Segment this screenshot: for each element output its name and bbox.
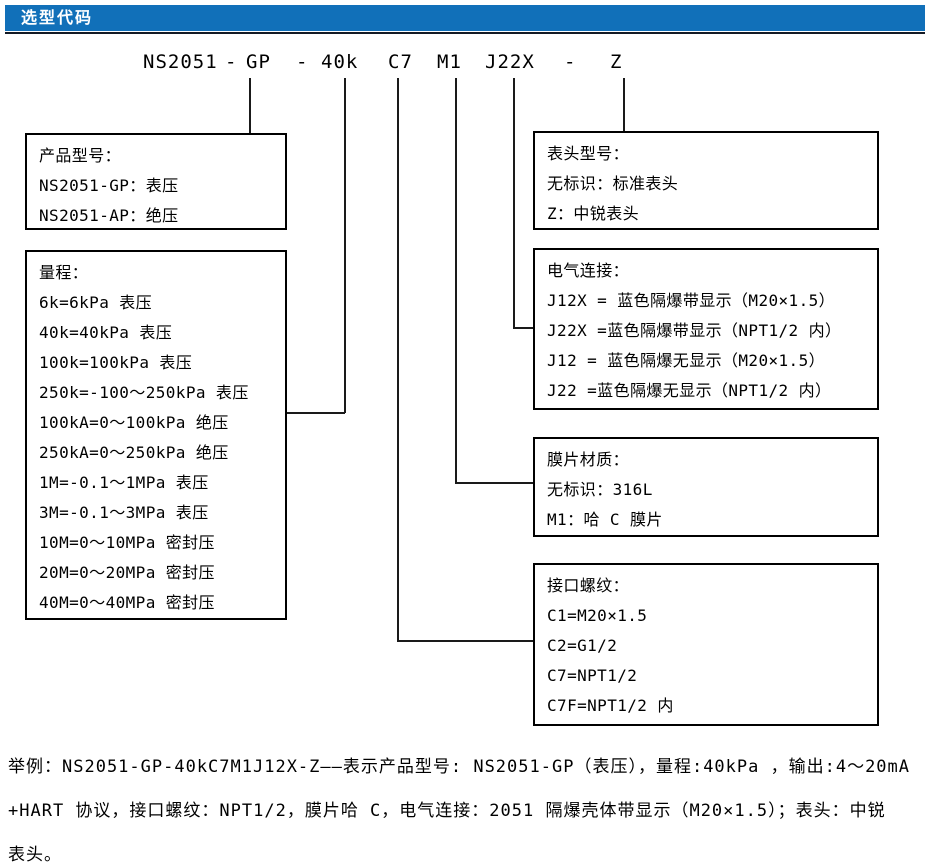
section-header-bar: 选型代码	[5, 5, 925, 31]
box-range: 量程： 6k=6kPa 表压 40k=40kPa 表压 100k=100kPa …	[25, 250, 287, 620]
box-title: 表头型号：	[547, 144, 630, 163]
box-line: C7=NPT1/2	[547, 666, 638, 685]
box-title: 电气连接：	[547, 261, 630, 280]
box-display-head: 表头型号： 无标识：标准表头 Z：中锐表头	[533, 131, 879, 230]
box-line: 3M=-0.1～3MPa 表压	[39, 503, 209, 522]
code-separator: -	[296, 51, 309, 73]
box-line: NS2051-GP：表压	[39, 176, 179, 195]
box-line: 250kA=0～250kPa 绝压	[39, 443, 229, 462]
box-line: M1：哈 C 膜片	[547, 510, 663, 529]
section-title: 选型代码	[21, 8, 94, 27]
code-segment-electrical: J22X	[485, 51, 535, 73]
connector-electrical-horizontal	[513, 327, 534, 329]
code-separator: -	[564, 51, 577, 73]
box-line: 6k=6kPa 表压	[39, 293, 153, 312]
box-line: C1=M20×1.5	[547, 606, 648, 625]
code-segment-range: 40k	[321, 51, 359, 73]
box-line: C2=G1/2	[547, 636, 618, 655]
connector-range-horizontal	[285, 412, 345, 414]
code-segment-model: NS2051	[143, 51, 218, 73]
example-line: +HART 协议，接口螺纹：NPT1/2，膜片哈 C，电气连接：2051 隔爆壳…	[8, 801, 886, 821]
box-line: 100kA=0～100kPa 绝压	[39, 413, 229, 432]
box-title: 量程：	[39, 263, 89, 282]
box-line: 20M=0～20MPa 密封压	[39, 563, 215, 582]
code-segment-thread: C7	[388, 51, 413, 73]
connector-electrical-vertical	[513, 78, 515, 328]
header-underline	[5, 32, 925, 34]
box-line: C7F=NPT1/2 内	[547, 696, 674, 715]
box-product-model: 产品型号： NS2051-GP：表压 NS2051-AP：绝压	[25, 133, 287, 230]
box-line: 40M=0～40MPa 密封压	[39, 593, 215, 612]
box-title: 接口螺纹：	[547, 576, 630, 595]
box-line: 10M=0～10MPa 密封压	[39, 533, 215, 552]
code-separator: -	[225, 51, 238, 73]
box-line: 无标识：316L	[547, 480, 653, 499]
example-line: 表头。	[8, 845, 62, 865]
box-line: J22 =蓝色隔爆无显示（NPT1/2 内）	[547, 381, 832, 400]
box-line: J12 = 蓝色隔爆无显示（M20×1.5）	[547, 351, 826, 370]
box-line: 无标识：标准表头	[547, 174, 679, 193]
code-segment-head: Z	[610, 51, 623, 73]
code-segment-type: GP	[246, 51, 271, 73]
example-line: 举例：NS2051-GP-40kC7M1J12X-Z——表示产品型号: NS20…	[8, 757, 911, 777]
box-line: NS2051-AP：绝压	[39, 206, 179, 225]
box-electrical-connection: 电气连接： J12X = 蓝色隔爆带显示（M20×1.5） J22X =蓝色隔爆…	[533, 248, 879, 410]
connector-range-vertical	[344, 78, 346, 413]
box-line: J12X = 蓝色隔爆带显示（M20×1.5）	[547, 291, 836, 310]
connector-head-vertical	[623, 78, 625, 133]
connector-gp-vertical	[249, 78, 251, 133]
code-segment-diaphragm: M1	[437, 51, 462, 73]
box-diaphragm-material: 膜片材质： 无标识：316L M1：哈 C 膜片	[533, 437, 879, 537]
box-title: 膜片材质：	[547, 450, 630, 469]
box-line: J22X =蓝色隔爆带显示（NPT1/2 内）	[547, 321, 842, 340]
connector-thread-horizontal	[397, 640, 534, 642]
example-paragraph: 举例：NS2051-GP-40kC7M1J12X-Z——表示产品型号: NS20…	[8, 745, 924, 866]
connector-diaphragm-horizontal	[455, 482, 534, 484]
box-line: 100k=100kPa 表压	[39, 353, 193, 372]
box-line: Z：中锐表头	[547, 204, 640, 223]
box-title: 产品型号：	[39, 146, 122, 165]
box-thread-connection: 接口螺纹： C1=M20×1.5 C2=G1/2 C7=NPT1/2 C7F=N…	[533, 563, 879, 726]
connector-diaphragm-vertical	[455, 78, 457, 483]
box-line: 250k=-100～250kPa 表压	[39, 383, 249, 402]
box-line: 40k=40kPa 表压	[39, 323, 173, 342]
box-line: 1M=-0.1～1MPa 表压	[39, 473, 209, 492]
connector-thread-vertical	[397, 78, 399, 641]
